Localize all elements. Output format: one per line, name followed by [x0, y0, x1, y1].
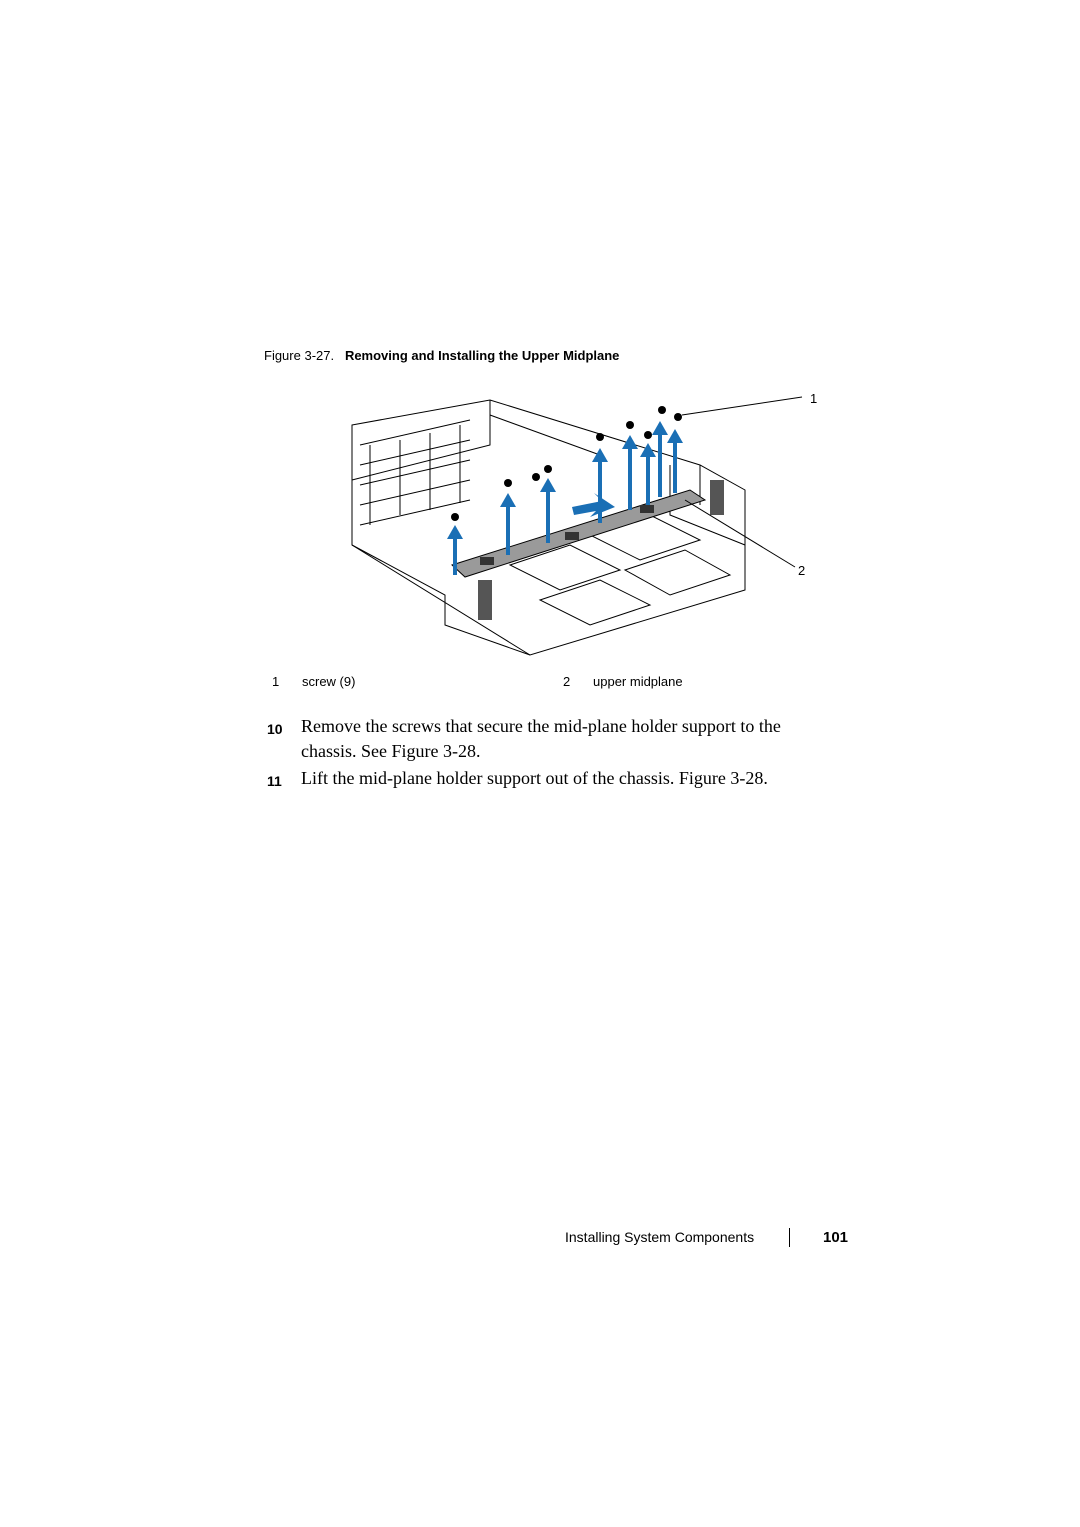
- callout-1: 1: [810, 391, 817, 406]
- footer-divider: [789, 1228, 790, 1247]
- footer-section: Installing System Components: [565, 1229, 755, 1245]
- figure-caption-label: Figure 3-27.: [264, 348, 335, 363]
- step-text: Lift the mid-plane holder support out of…: [301, 768, 768, 788]
- figure-caption: Figure 3-27. Removing and Installing the…: [264, 348, 619, 363]
- step-text: Remove the screws that secure the mid-pl…: [301, 716, 781, 761]
- step-10: 10 Remove the screws that secure the mid…: [267, 714, 827, 764]
- figure-caption-title: Removing and Installing the Upper Midpla…: [344, 348, 620, 363]
- step-number: 11: [267, 773, 282, 789]
- page-number: 101: [823, 1229, 849, 1246]
- legend-text-1: screw (9): [302, 674, 356, 689]
- legend-text-2: upper midplane: [593, 674, 683, 689]
- midplane-illustration: 1 2: [351, 391, 817, 656]
- step-11: 11 Lift the mid-plane holder support out…: [267, 766, 827, 791]
- legend-num-1: 1: [272, 674, 280, 689]
- legend-num-2: 2: [563, 674, 571, 689]
- step-number: 10: [267, 721, 283, 737]
- callout-2: 2: [798, 563, 805, 578]
- legend-item-1: 1 screw (9): [272, 674, 355, 689]
- legend-item-2: 2 upper midplane: [563, 674, 683, 689]
